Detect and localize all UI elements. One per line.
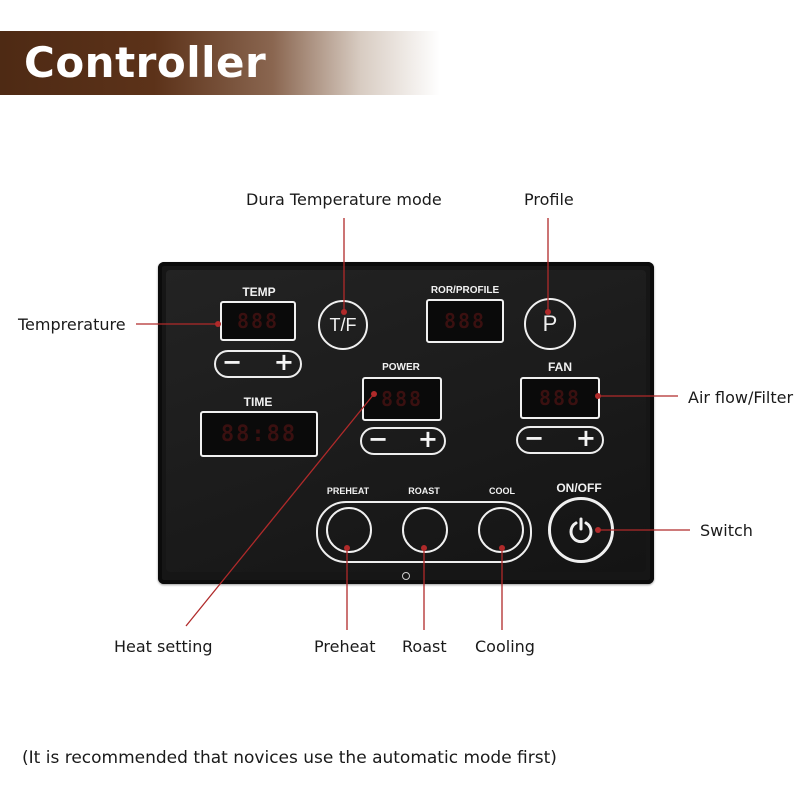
time-label: TIME (243, 395, 273, 409)
temp-adjust: − + (214, 348, 302, 378)
fan-adjust: − + (516, 424, 604, 454)
power-icon (566, 515, 596, 545)
callout-dura-temperature-mode: Dura Temperature mode (246, 190, 442, 209)
power-minus-button[interactable]: − (368, 425, 389, 453)
fan-minus-button[interactable]: − (524, 424, 545, 452)
roast-button[interactable] (402, 507, 448, 553)
temp-plus-button[interactable]: + (273, 348, 294, 376)
tf-button[interactable]: T/F (318, 300, 368, 350)
ror-display: 888 (426, 299, 504, 343)
callout-switch: Switch (700, 521, 753, 540)
temp-label: TEMP (242, 285, 276, 299)
temp-display: 888 (220, 301, 296, 341)
cool-button[interactable] (478, 507, 524, 553)
time-display: 88:88 (200, 411, 318, 457)
callout-temperature: Temprerature (18, 315, 126, 334)
preheat-button[interactable] (326, 507, 372, 553)
recommendation-note: (It is recommended that novices use the … (22, 748, 557, 768)
roast-label: ROAST (408, 486, 440, 496)
callout-air-flow-filter: Air flow/Filter (688, 388, 794, 407)
temp-minus-button[interactable]: − (222, 348, 243, 376)
page-title: Controller (24, 38, 267, 87)
fan-plus-button[interactable]: + (575, 424, 596, 452)
callout-roast: Roast (402, 637, 447, 656)
tf-button-label: T/F (329, 314, 357, 335)
callout-preheat: Preheat (314, 637, 376, 656)
callout-profile: Profile (524, 190, 574, 209)
power-adjust: − + (360, 425, 446, 455)
onoff-button[interactable] (548, 497, 614, 563)
cool-label: COOL (489, 486, 515, 496)
preheat-label: PREHEAT (326, 486, 370, 496)
power-display: 888 (362, 377, 442, 421)
fan-display: 888 (520, 377, 600, 419)
fan-label: FAN (548, 360, 572, 374)
profile-button-label: P (542, 311, 558, 336)
panel-indicator-dot (402, 572, 410, 580)
ror-profile-label: ROR/PROFILE (430, 285, 500, 296)
callout-cooling: Cooling (475, 637, 535, 656)
callout-heat-setting: Heat setting (114, 637, 213, 656)
onoff-label: ON/OFF (556, 481, 602, 495)
power-label: POWER (382, 362, 420, 373)
profile-button[interactable]: P (524, 298, 576, 350)
power-plus-button[interactable]: + (417, 425, 438, 453)
title-banner (0, 31, 440, 95)
